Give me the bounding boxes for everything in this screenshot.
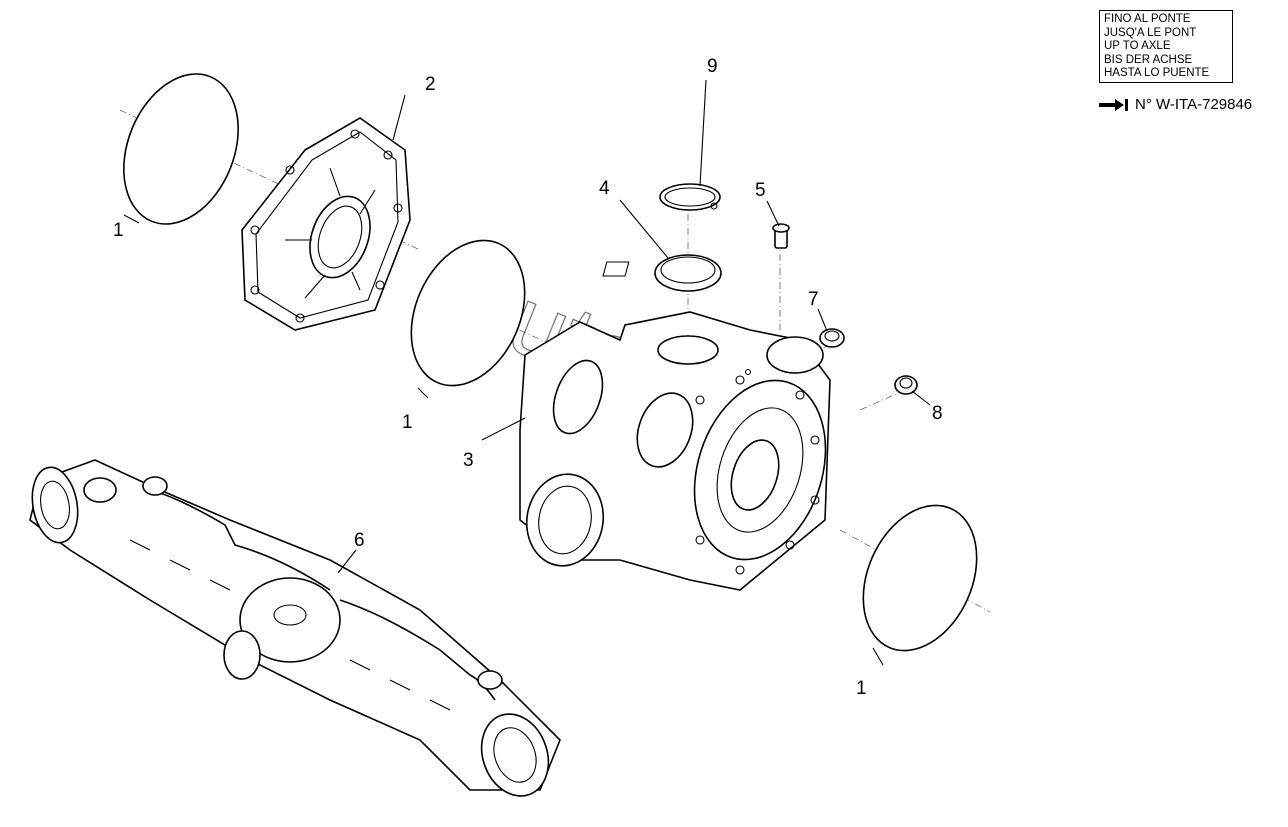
leader-9 xyxy=(699,79,707,187)
plug-7 xyxy=(819,328,845,348)
callout-7: 7 xyxy=(808,289,819,310)
leader-8 xyxy=(911,390,931,406)
note-line-it: FINO AL PONTE xyxy=(1104,13,1191,25)
serial-number-text: N° W-ITA-729846 xyxy=(1135,96,1253,113)
axle-housing xyxy=(519,311,831,591)
note-line-es: HASTA LO PUENTE xyxy=(1104,67,1210,80)
plug-5 xyxy=(772,223,790,249)
callout-4: 4 xyxy=(599,178,610,199)
axis-line-plug-8 xyxy=(859,389,906,411)
callout-1-left: 1 xyxy=(113,220,124,241)
leader-1c xyxy=(872,647,884,666)
leader-7 xyxy=(817,308,828,332)
callout-2: 2 xyxy=(425,74,436,95)
callout-9: 9 xyxy=(707,56,718,77)
leader-4 xyxy=(619,199,669,259)
arrow-right-bar-icon xyxy=(1099,98,1128,111)
note-line-de: BIS DER ACHSE xyxy=(1104,53,1193,66)
leader-1b xyxy=(417,387,429,399)
snap-ring xyxy=(659,183,721,211)
callout-1-right: 1 xyxy=(856,678,867,699)
note-line-fr: JUSQ'A LE PONT xyxy=(1104,26,1197,39)
serial-number: N° W-ITA-729846 xyxy=(1099,96,1252,113)
callout-3: 3 xyxy=(463,450,474,471)
callout-6: 6 xyxy=(354,530,365,551)
o-ring-left xyxy=(123,73,239,225)
leader-6 xyxy=(337,549,357,574)
leader-1a xyxy=(123,214,140,224)
serial-range-note: FINO AL PONTE JUSQ'A LE PONT UP TO AXLE … xyxy=(1099,10,1233,83)
callout-5: 5 xyxy=(755,180,766,201)
leader-5 xyxy=(766,200,780,227)
plug-8 xyxy=(894,375,918,395)
cover-plate xyxy=(241,117,411,331)
axle-assembly xyxy=(29,459,561,797)
o-ring-center xyxy=(410,239,526,387)
o-ring-right xyxy=(862,504,978,652)
leader-3 xyxy=(481,417,526,441)
note-line-en: UP TO AXLE xyxy=(1104,40,1171,53)
callout-1-center: 1 xyxy=(402,412,413,433)
leader-2 xyxy=(392,94,406,141)
callout-8: 8 xyxy=(932,403,943,424)
cover-cap xyxy=(602,254,722,292)
